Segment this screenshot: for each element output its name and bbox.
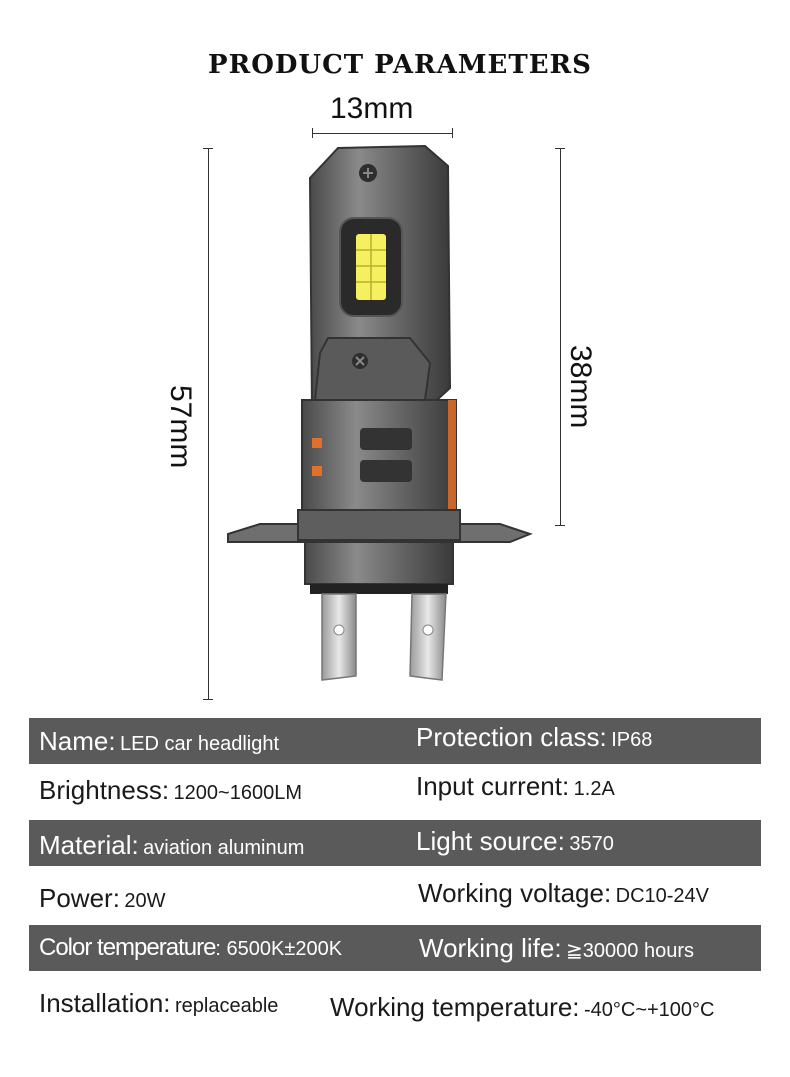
spec-value: DC10-24V bbox=[615, 885, 710, 907]
led-bulb-illustration bbox=[227, 144, 533, 681]
height-dimension-tick-top bbox=[203, 148, 213, 149]
spec-value: ≧30000 hours bbox=[566, 940, 694, 962]
spec-value: 1200~1600LM bbox=[173, 782, 302, 804]
spec-key: Input current: bbox=[416, 771, 570, 801]
spec-value: IP68 bbox=[611, 729, 653, 751]
spec-key: Working voltage: bbox=[418, 878, 612, 908]
width-dimension-label: 13mm bbox=[330, 92, 414, 125]
spec-value: LED car headlight bbox=[120, 733, 280, 755]
height-dimension-line bbox=[208, 148, 209, 700]
height-dimension-label: 57mm bbox=[164, 385, 197, 469]
spec-row-6: Installation: replaceable Working temper… bbox=[29, 980, 761, 1026]
spec-value: 3570 bbox=[569, 833, 614, 855]
spec-row-2: Brightness: 1200~1600LM Input current: 1… bbox=[29, 767, 761, 813]
spec-row-3: Material: aviation aluminum Light source… bbox=[29, 820, 761, 866]
spec-key: Light source: bbox=[416, 826, 565, 856]
height-dimension-tick-bottom bbox=[203, 699, 213, 700]
spec-value: replaceable bbox=[174, 995, 279, 1017]
spec-row-5: Color temperature: 6500K±200K Working li… bbox=[29, 925, 761, 971]
page-title: PRODUCT PARAMETERS bbox=[208, 50, 592, 80]
spec-key: Material: bbox=[39, 830, 139, 860]
spec-key: Installation: bbox=[39, 988, 171, 1018]
depth-dimension-tick-bottom bbox=[555, 525, 565, 526]
depth-dimension-line bbox=[560, 148, 561, 526]
spec-value: 1.2A bbox=[573, 778, 615, 800]
spec-row-4: Power: 20W Working voltage: DC10-24V bbox=[29, 873, 761, 919]
spec-key: Power: bbox=[39, 883, 120, 913]
spec-value: 20W bbox=[124, 890, 166, 912]
spec-value: aviation aluminum bbox=[143, 837, 305, 859]
spec-key: Protection class: bbox=[416, 722, 607, 752]
spec-row-1: Name: LED car headlight Protection class… bbox=[29, 718, 761, 764]
spec-key: Working temperature: bbox=[330, 992, 580, 1022]
width-dimension-tick-right bbox=[452, 128, 453, 138]
depth-dimension-label: 38mm bbox=[564, 345, 597, 429]
spec-key: Working life: bbox=[419, 933, 562, 963]
width-dimension-tick-left bbox=[312, 128, 313, 138]
depth-dimension-tick-top bbox=[555, 148, 565, 149]
spec-value: : 6500K±200K bbox=[215, 938, 343, 960]
spec-key: Name: bbox=[39, 726, 116, 756]
spec-key: Color temperature bbox=[39, 934, 216, 961]
spec-key: Brightness: bbox=[39, 775, 170, 805]
spec-value: -40°C~+100°C bbox=[583, 999, 715, 1021]
width-dimension-line bbox=[312, 133, 453, 134]
